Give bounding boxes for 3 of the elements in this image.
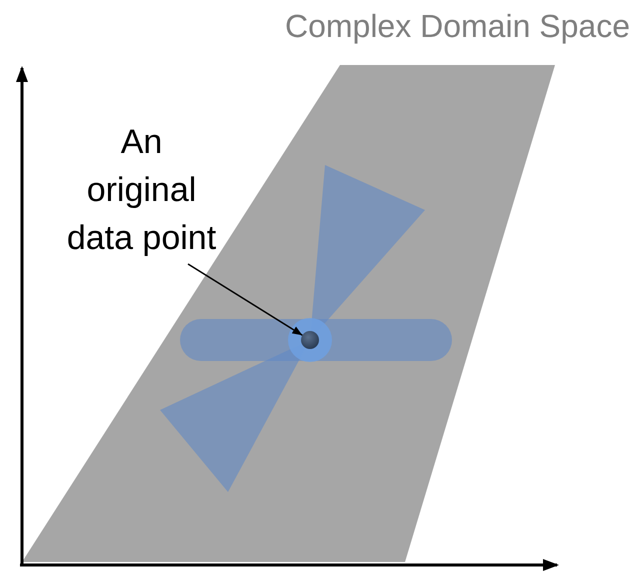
title: Complex Domain Space (284, 8, 630, 45)
callout-text: An original data point (62, 118, 221, 262)
leader-line (188, 263, 303, 336)
